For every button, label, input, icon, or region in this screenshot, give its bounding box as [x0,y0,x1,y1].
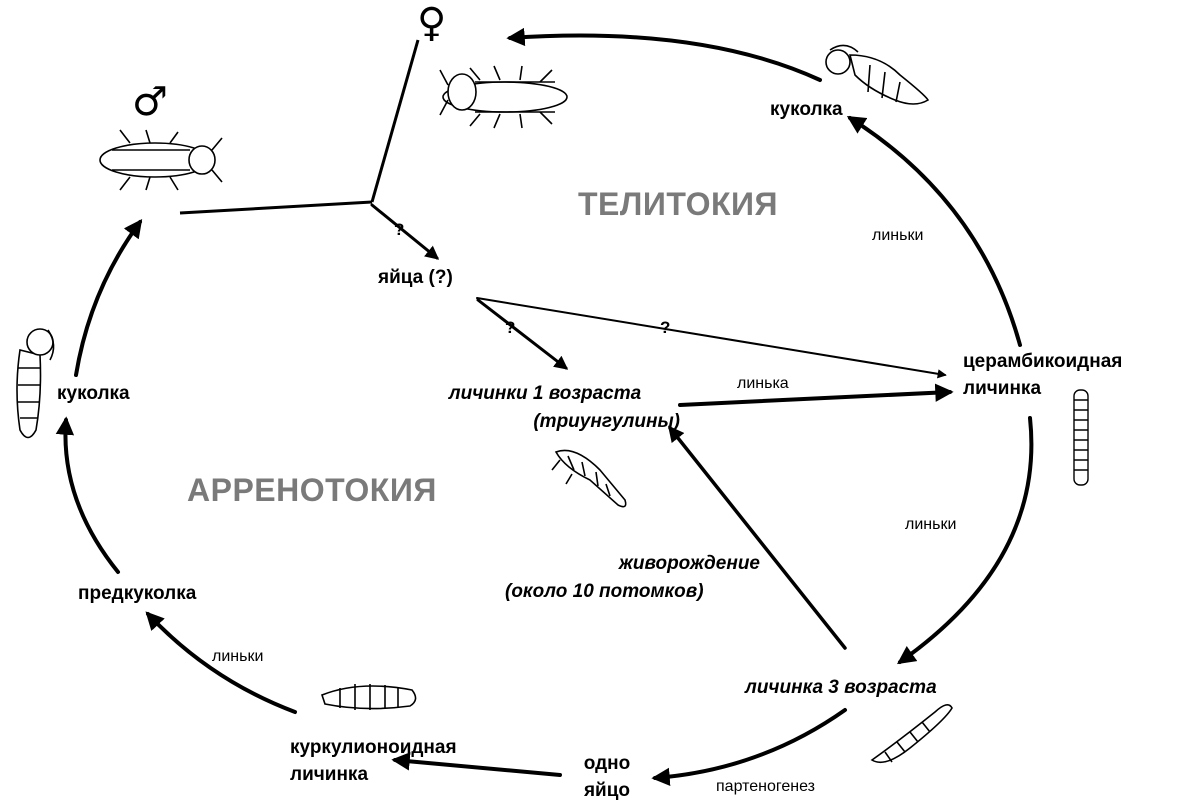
cerambycoid-label-line2: личинка [963,378,1042,399]
arrow-cerambycoid-to-larva3 [896,416,1034,665]
larva3-label: личинка 3 возраста [745,677,937,698]
female-beetle-illustration [439,65,568,129]
arrow-eggs-to-cerambycoid [476,297,947,379]
male-beetle-illustration [99,129,223,191]
molts-label-lower-left: линьки [212,648,264,665]
curculionoid-label-line2: личинка [290,764,369,785]
pupa-right-illustration [825,44,930,105]
question-mark-3: ? [660,318,671,337]
arrow-larva3-to-oneegg [651,708,847,787]
arrow-larva1-to-cerambycoid [678,383,954,407]
curculionoid-larva-illustration [321,684,417,710]
viviparity-label-line1: живорождение [618,553,760,574]
arrow-eggs-to-larva1 [476,298,569,370]
one-egg-label-line2: яйцо [583,780,631,801]
arrow-oneegg-to-curculionoid [391,752,562,777]
prepupa-label: предкуколка [78,583,197,604]
triungulin-illustration [551,449,627,508]
eggs-label: яйца (?) [378,267,453,288]
pupa-right-label: куколка [770,99,843,120]
parthenogenesis-label: партеногенез [716,778,815,795]
arrow-pupa-to-male [74,219,143,377]
arrow-cerambycoid-to-pupa [846,116,1022,347]
male-symbol: ♂ [132,79,168,125]
arrow-viviparity [667,425,847,650]
arrow-prepupa-to-pupa [55,416,120,574]
one-egg-label-line1: одно [583,753,631,774]
viviparity-label-line2: (около 10 потомков) [505,581,704,602]
female-symbol: ♀ [417,0,447,46]
cerambycoid-larva-illustration [1073,389,1089,486]
question-mark-2: ? [505,318,516,337]
thelytoky-title: ТЕЛИТОКИЯ [578,186,779,222]
mating-junction [179,39,420,215]
larva1-label-line2: (триунгулины) [533,411,680,432]
molt-label: линька [737,375,789,392]
molts-label-lower-right: линьки [905,516,957,533]
arrow-curculionoid-to-prepupa [145,611,297,714]
cerambycoid-label-line1: церамбикоидная [963,351,1123,372]
arrow-junction-to-eggs [370,203,440,260]
pupa-left-illustration [16,328,55,439]
pupa-left-label: куколка [57,383,130,404]
arrow-pupa-to-female [506,27,822,82]
question-mark-1: ? [394,220,405,239]
larva1-label-line1: личинки 1 возраста [448,383,642,404]
larva3-illustration [870,704,953,764]
molts-label-upper-right: линьки [872,227,924,244]
curculionoid-label-line1: куркулионоидная [290,737,457,758]
arrhenotoky-title: АРРЕНОТОКИЯ [187,472,437,508]
